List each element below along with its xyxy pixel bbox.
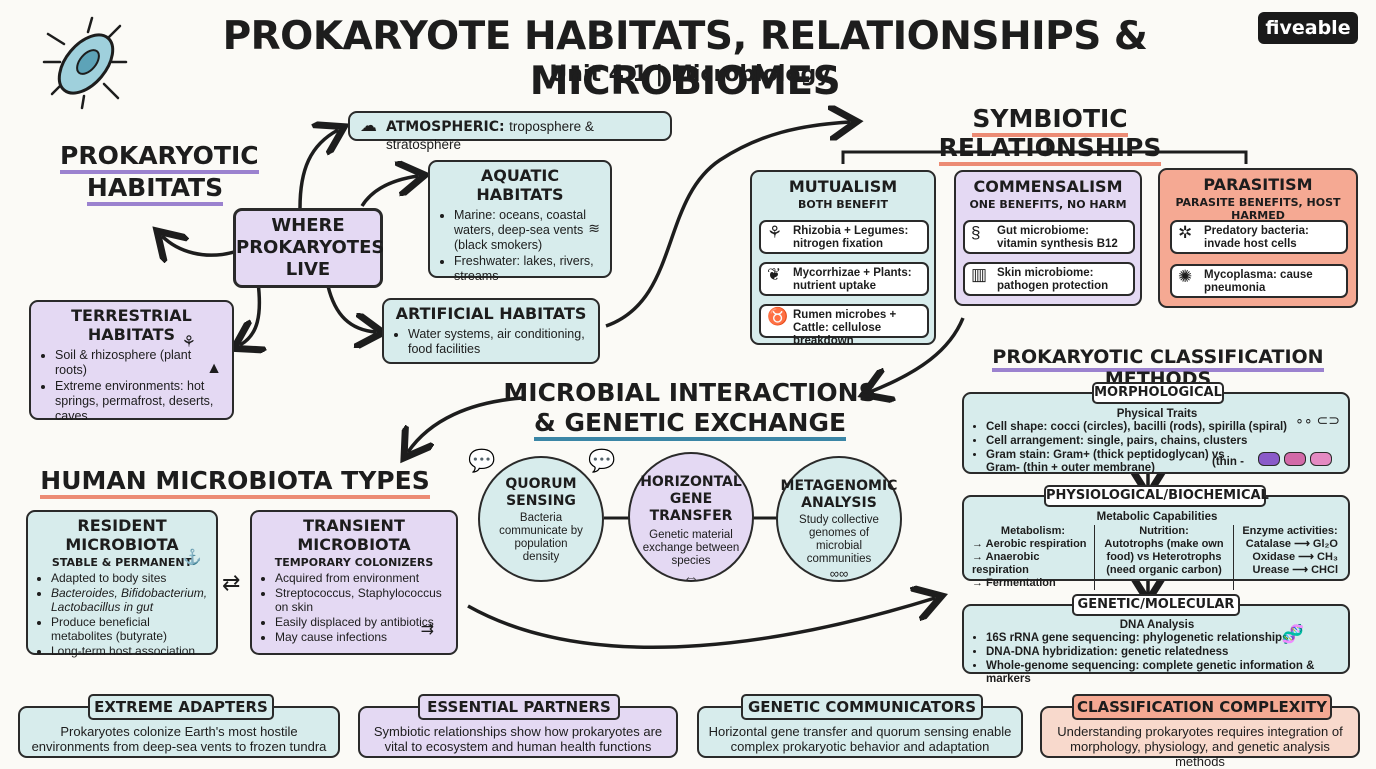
rhizobia-card: ⚘Rhizobia + Legumes: nitrogen fixation [759,220,929,254]
bacteria-icon: ✲ [1178,223,1193,242]
list-item: Water systems, air conditioning, food fa… [408,327,590,357]
list-item: Long-term host association [51,644,209,658]
terrestrial-box: TERRESTRIAL HABITATS Soil & rhizosphere … [29,300,234,423]
atmospheric-label: ATMOSPHERIC: [386,119,505,135]
list-item: Acquired from environment [275,571,449,585]
bacterium-logo-icon [38,14,130,110]
list-item: Adapted to body sites [51,571,209,585]
brand-label: fiveable [1265,17,1351,39]
artificial-box: ARTIFICIAL HABITATS Water systems, air c… [382,298,600,364]
genetic-box: GENETIC/MOLECULAR DNA Analysis 16S rRNA … [962,594,1350,685]
interactions-heading: MICROBIAL INTERACTIONS & GENETIC EXCHANG… [500,378,880,441]
skin-icon: ▥ [971,265,988,284]
exchange-arrows-icon: ⇔ [683,570,699,587]
habitats-heading: PROKARYOTIC HABITATS [60,140,259,206]
predatory-card: ✲Predatory bacteria: invade host cells [1170,220,1348,254]
footer-card-complexity: CLASSIFICATION COMPLEXITY Understanding … [1040,694,1360,769]
arrow-icon: ⇉ [420,621,434,638]
skin-card: ▥Skin microbiome: pathogen protection [963,262,1135,296]
list-item: Cell arrangement: single, pairs, chains,… [986,435,1340,448]
list-item: Soil & rhizosphere (plant roots) [55,348,224,378]
physiological-box: PHYSIOLOGICAL/BIOCHEMICAL Metabolic Capa… [962,485,1350,590]
list-item: Produce beneficial metabolites (butyrate… [51,615,209,643]
footer-tag: CLASSIFICATION COMPLEXITY [1072,694,1332,720]
list-item: Freshwater: lakes, rivers, streams [454,254,602,284]
physiological-tag: PHYSIOLOGICAL/BIOCHEMICAL [1044,485,1269,507]
anchor-icon: ⚓ [183,549,202,566]
list-item: Whole-genome sequencing: complete geneti… [986,660,1340,686]
atmospheric-text: troposphere & stratosphere [386,119,594,152]
list-item: Extreme environments: hot springs, perma… [55,379,224,424]
atmospheric-box: ☁ ATMOSPHERIC: troposphere & stratospher… [348,111,672,152]
wave-icon: ≋ [588,220,600,236]
chat-bubbles-icon: 💬 [468,448,496,473]
list-item: Easily displaced by antibiotics [275,615,449,629]
where-prokaryotes-live-box: WHERE PROKARYOTES LIVE [233,208,384,288]
list-item: Marine: oceans, coastal waters, deep-sea… [454,208,602,253]
mutualism-box: MUTUALISM BOTH BENEFIT ⚘Rhizobia + Legum… [750,170,936,347]
cell-shapes-icon: ∘∘ ⊂⊃ [1295,412,1340,428]
mycoplasma-card: ✺Mycoplasma: cause pneumonia [1170,264,1348,298]
gut-icon: § [971,223,981,242]
aquatic-box: AQUATIC HABITATS Marine: oceans, coastal… [428,160,612,283]
page-title: PROKARYOTE HABITATS, RELATIONSHIPS & MIC… [222,14,1148,104]
symbiotic-heading: SYMBIOTIC RELATIONSHIPS [860,104,1240,166]
microbiota-heading: HUMAN MICROBIOTA TYPES [40,466,430,499]
microbe-icon: ✺ [1178,267,1193,286]
footer-tag: GENETIC COMMUNICATORS [741,694,983,720]
dna-helix-icon: 🧬 [1281,624,1304,644]
root-icon: ⚘ [767,223,783,242]
morph-extra-text: (thin - [1212,456,1244,468]
footer-tag: EXTREME ADAPTERS [88,694,274,720]
commensalism-box: COMMENSALISM ONE BENEFITS, NO HARM §Gut … [954,170,1142,306]
list-item: Streptococcus, Staphylococcus on skin [275,586,449,614]
morphological-tag: MORPHOLOGICAL [1092,382,1224,404]
list-item: 16S rRNA gene sequencing: phylogenetic r… [986,632,1340,645]
cloud-icon: ☁ [360,116,377,135]
genetic-tag: GENETIC/MOLECULAR [1072,594,1240,616]
parasitism-box: PARASITISM PARASITE BENEFITS, HOST HARME… [1158,168,1358,308]
gram-stain-icon [1258,452,1332,466]
dna-icon: ∞∞ [829,566,849,581]
list-item: Gram stain: Gram+ (thick peptidoglycan) … [986,449,1340,475]
footer-tag: ESSENTIAL PARTNERS [418,694,620,720]
resident-microbiota-box: RESIDENT MICROBIOTA STABLE & PERMANENT ⚓… [26,510,218,658]
footer-card-communicators: GENETIC COMMUNICATORS Horizontal gene tr… [697,694,1023,758]
sprout-icon: ❦ [767,265,782,284]
page-subtitle: Unit 4.1 | Microbiology [549,62,831,87]
rumen-card: ♉Rumen microbes + Cattle: cellulose brea… [759,304,929,347]
swap-arrows-icon: ⇄ [222,570,241,595]
list-item: Bacteroides, Bifidobacterium, Lactobacil… [51,586,209,614]
list-item: Cell shape: cocci (circles), bacilli (ro… [986,421,1340,434]
transient-microbiota-box: TRANSIENT MICROBIOTA TEMPORARY COLONIZER… [250,510,458,655]
fiveable-logo[interactable]: fiveable [1258,12,1358,44]
cow-icon: ♉ [767,307,789,326]
chat-bubbles-icon: 💬 [588,448,616,473]
list-item: DNA-DNA hybridization: genetic relatedne… [986,646,1340,659]
mycorrhizae-card: ❦Mycorrhizae + Plants: nutrient uptake [759,262,929,296]
morphological-box: MORPHOLOGICAL Physical Traits Cell shape… [962,382,1350,475]
list-item: May cause infections [275,630,449,644]
gut-card: §Gut microbiome: vitamin synthesis B12 [963,220,1135,254]
plant-icon: ⚘ [181,334,196,351]
footer-card-extreme: EXTREME ADAPTERS Prokaryotes colonize Ea… [18,694,340,758]
mountain-icon: ▲ [206,360,222,377]
footer-card-partners: ESSENTIAL PARTNERS Symbiotic relationshi… [358,694,678,758]
